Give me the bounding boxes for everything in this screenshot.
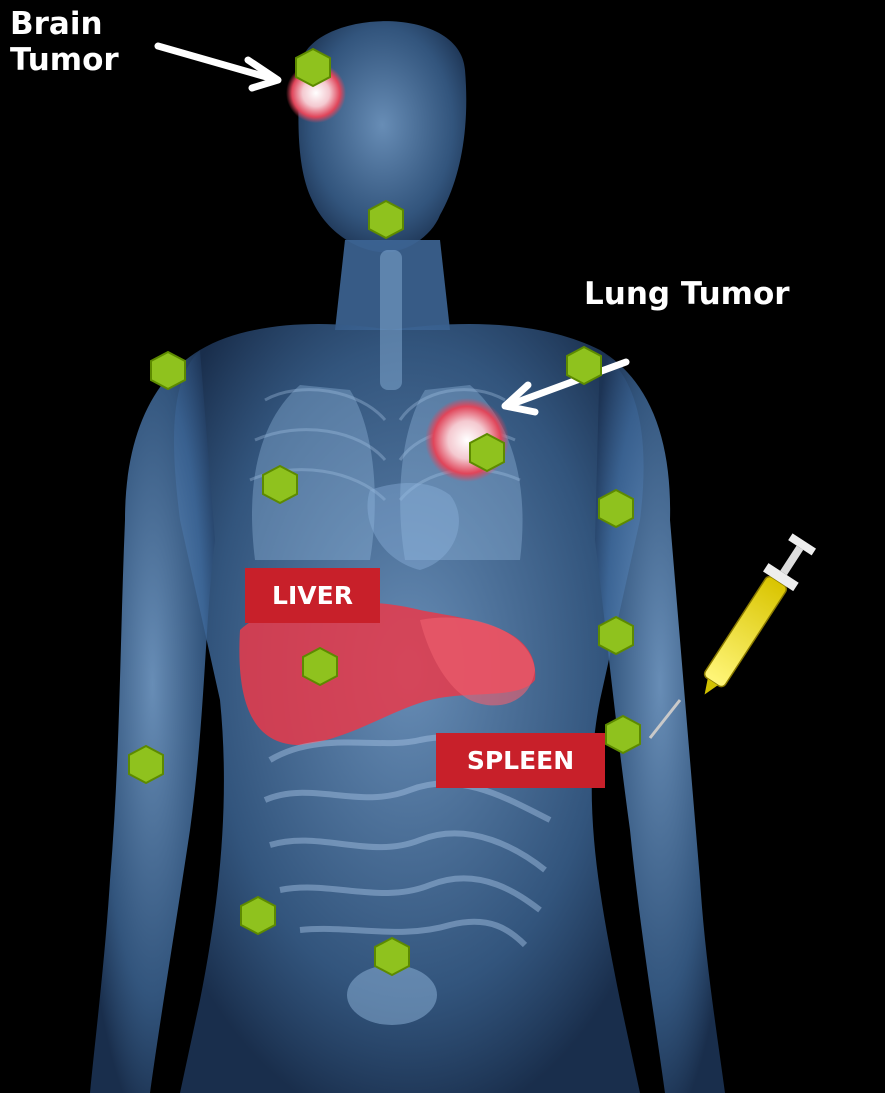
brain-tumor-label-line1: Brain <box>10 6 119 42</box>
brain-tumor-label: Brain Tumor <box>10 6 119 78</box>
lung-tumor-label: Lung Tumor <box>584 276 790 312</box>
human-body <box>90 21 725 1093</box>
green-hexagon-particle-icon <box>296 49 330 86</box>
green-hexagon-particle-icon <box>606 716 640 753</box>
green-hexagon-particle-icon <box>470 434 504 471</box>
arrow-icon <box>158 46 278 88</box>
green-hexagon-particle-icon <box>567 347 601 384</box>
green-hexagon-particle-icon <box>369 201 403 238</box>
left-arm <box>90 350 215 1093</box>
brain-tumor-label-line2: Tumor <box>10 42 119 78</box>
green-hexagon-particle-icon <box>599 490 633 527</box>
green-hexagon-particle-icon <box>151 352 185 389</box>
liver-label: LIVER <box>245 568 380 623</box>
green-hexagon-particle-icon <box>241 897 275 934</box>
green-hexagon-particle-icon <box>375 938 409 975</box>
trachea <box>380 250 402 390</box>
spleen-label: SPLEEN <box>436 733 605 788</box>
green-hexagon-particle-icon <box>599 617 633 654</box>
green-hexagon-particle-icon <box>303 648 337 685</box>
green-hexagon-particle-icon <box>263 466 297 503</box>
green-hexagon-particle-icon <box>129 746 163 783</box>
